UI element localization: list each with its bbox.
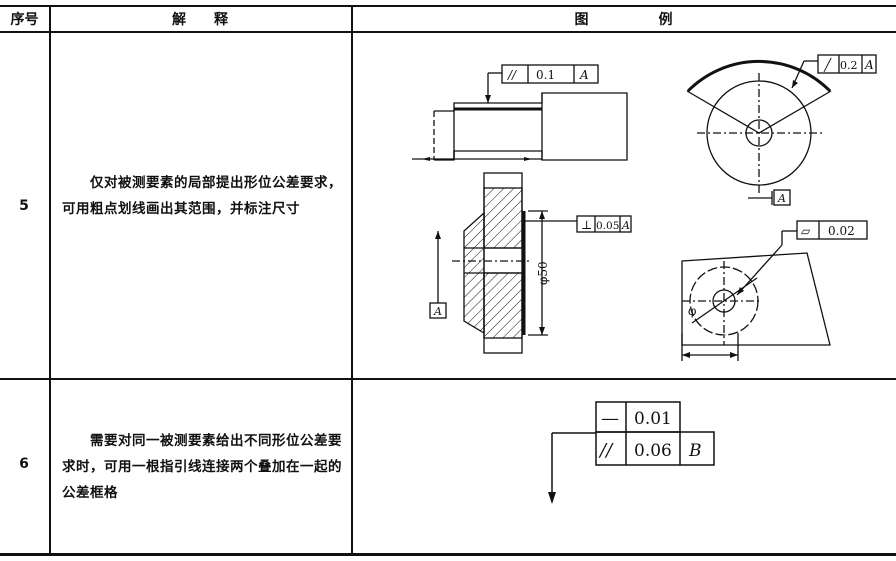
frame2-symbol: ╱: [823, 57, 832, 72]
table-bottom-rule: [0, 553, 896, 556]
stacked-tolerance-frames: — 0.01 // 0.06 B: [548, 401, 715, 504]
header-no: 序号: [10, 12, 39, 28]
circle-view-drawing: ╱ 0.2 A A: [686, 54, 877, 206]
col-divider-1: [49, 6, 51, 555]
row-5-figure: // 0.1 A ╱ 0.2 A A: [412, 54, 877, 361]
table-top-rule: [0, 5, 896, 7]
flange-section-drawing: φ50 ⊥ 0.05 A A: [429, 172, 632, 354]
row-6-number: 6: [19, 456, 29, 472]
row-divider: [0, 378, 896, 380]
frame2-datum: A: [864, 58, 874, 72]
header-fig: 图 例: [574, 12, 673, 28]
bottom-frame-value: 0.06: [634, 441, 672, 461]
datum-a2: A: [433, 305, 442, 318]
header-rule: [0, 31, 896, 33]
bottom-frame-symbol: //: [598, 440, 614, 461]
row-5-number: 5: [19, 198, 29, 214]
row-6-description: 需要对同一被测要素给出不同形位公差要求时，可用一根指引线连接两个叠加在一起的公差…: [62, 433, 342, 501]
phi-label: φ: [688, 304, 696, 318]
stepped-shaft-drawing: // 0.1 A: [412, 64, 628, 161]
diameter-label: φ50: [536, 261, 550, 285]
datum-a1: A: [777, 192, 786, 205]
plate-view-drawing: φ ▱ 0.02: [681, 220, 868, 361]
frame1-datum: A: [579, 68, 589, 82]
row-5-description: 仅对被测要素的局部提出形位公差要求，可用粗点划线画出其范围，并标注尺寸: [62, 175, 342, 217]
header-desc: 解 释: [172, 12, 228, 28]
frame3-datum: A: [621, 219, 630, 232]
frame3-value: 0.05: [596, 220, 619, 232]
frame1-symbol: //: [507, 68, 518, 82]
top-frame-value: 0.01: [634, 409, 672, 429]
frame4-symbol: ▱: [801, 224, 811, 238]
frame3-symbol: ⊥: [581, 218, 592, 232]
col-divider-2: [351, 6, 353, 555]
frame4-value: 0.02: [828, 224, 855, 238]
top-frame-symbol: —: [601, 408, 619, 429]
bottom-frame-datum: B: [688, 441, 702, 461]
frame2-value: 0.2: [840, 59, 858, 72]
row-6-figure: — 0.01 // 0.06 B: [548, 401, 715, 504]
frame1-value: 0.1: [536, 68, 555, 82]
